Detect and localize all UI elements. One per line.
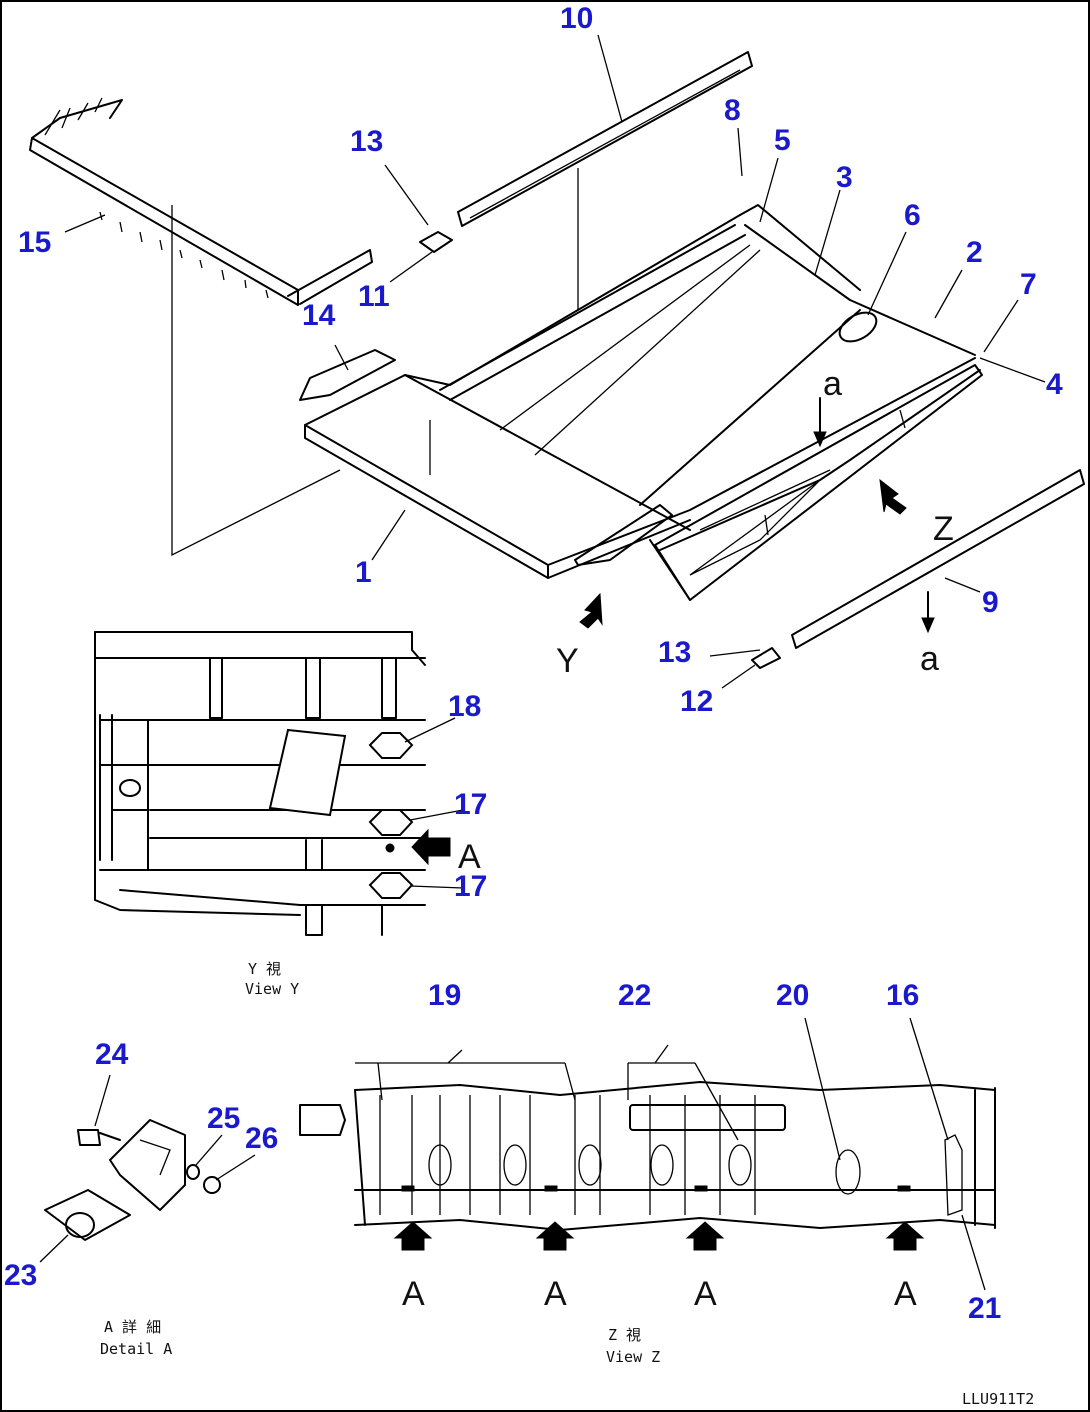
view-letters: a a Z Y A A A A A bbox=[402, 365, 954, 1313]
part-10-rail bbox=[457, 51, 753, 227]
collar-23 bbox=[65, 1212, 95, 1238]
callout-13-top: 13 bbox=[350, 125, 383, 158]
callout-14: 14 bbox=[302, 299, 336, 332]
detail-a bbox=[39, 1074, 256, 1263]
callout-2: 2 bbox=[966, 236, 983, 269]
callout-23: 23 bbox=[4, 1259, 37, 1292]
washer-25 bbox=[186, 1164, 200, 1180]
plate-23 bbox=[44, 1189, 131, 1241]
caption-detail-a-jp: A 詳 細 bbox=[104, 1318, 161, 1336]
bracket bbox=[109, 1119, 186, 1211]
part-14-bracket bbox=[299, 349, 396, 401]
letter-z: Z bbox=[933, 510, 954, 548]
view-arrow-y bbox=[579, 592, 603, 629]
main-assembly bbox=[29, 34, 1085, 689]
callout-16: 16 bbox=[886, 979, 919, 1012]
caption-view-y-en: View Y bbox=[245, 980, 299, 998]
part-11-plate bbox=[419, 231, 453, 253]
arrow-a-view-y bbox=[411, 828, 451, 866]
hole-17-upper bbox=[368, 809, 414, 836]
callout-7: 7 bbox=[1020, 268, 1037, 301]
callout-9: 9 bbox=[982, 586, 999, 619]
callout-3: 3 bbox=[836, 161, 853, 194]
callout-10: 10 bbox=[560, 2, 593, 35]
bolt-24 bbox=[77, 1129, 101, 1146]
callout-15: 15 bbox=[18, 226, 51, 259]
nut-26 bbox=[203, 1176, 221, 1194]
view-z-detail bbox=[299, 1017, 996, 1291]
leader-lines bbox=[64, 34, 1046, 689]
callout-12: 12 bbox=[680, 685, 713, 718]
callout-6: 6 bbox=[904, 199, 921, 232]
callout-17-lower: 17 bbox=[454, 870, 487, 903]
end-stub bbox=[299, 1104, 346, 1136]
letter-y: Y bbox=[556, 642, 579, 680]
letter-a-z-2: A bbox=[544, 1275, 567, 1313]
callout-18: 18 bbox=[448, 690, 481, 723]
part-9-rail bbox=[791, 469, 1085, 649]
callout-24: 24 bbox=[95, 1038, 129, 1071]
callout-21: 21 bbox=[968, 1292, 1001, 1325]
caption-view-z-en: View Z bbox=[606, 1348, 660, 1366]
callout-17-upper: 17 bbox=[454, 788, 487, 821]
hole-18 bbox=[368, 732, 414, 759]
drawing-code: LLU911T2 bbox=[962, 1390, 1034, 1408]
part-15-rail bbox=[29, 97, 373, 306]
callout-8: 8 bbox=[724, 94, 741, 127]
letter-a-view-y: A bbox=[458, 838, 481, 876]
plate-22 bbox=[629, 1104, 786, 1131]
caption-view-z-jp: Z 視 bbox=[608, 1326, 641, 1344]
callout-1: 1 bbox=[355, 556, 372, 589]
view-y-plate bbox=[268, 728, 347, 817]
callout-25: 25 bbox=[207, 1102, 240, 1135]
callout-4: 4 bbox=[1046, 368, 1063, 401]
callout-5: 5 bbox=[774, 124, 791, 157]
letter-a-bottom: a bbox=[920, 640, 939, 678]
callout-19: 19 bbox=[428, 979, 461, 1012]
callout-22: 22 bbox=[618, 979, 651, 1012]
view-y-detail bbox=[94, 631, 464, 936]
callout-11: 11 bbox=[358, 280, 390, 313]
left-panel-edge bbox=[171, 205, 341, 557]
callout-13-bottom: 13 bbox=[658, 636, 691, 669]
callout-26: 26 bbox=[245, 1122, 278, 1155]
letter-a-z-1: A bbox=[402, 1275, 425, 1313]
letter-a-z-3: A bbox=[694, 1275, 717, 1313]
letter-a-z-4: A bbox=[894, 1275, 917, 1313]
letter-a-top: a bbox=[823, 365, 842, 403]
part-12-plate bbox=[751, 647, 781, 669]
captions: Y 視 View Y Z 視 View Z A 詳 細 Detail A LLU… bbox=[100, 960, 1034, 1408]
right-wing-panel bbox=[654, 364, 983, 601]
caption-detail-a-en: Detail A bbox=[100, 1340, 172, 1358]
view-z-arrows bbox=[393, 1221, 925, 1251]
caption-view-y-jp: Y 視 bbox=[248, 960, 281, 978]
part-1-frame bbox=[304, 204, 976, 579]
view-arrow-z bbox=[879, 478, 907, 515]
callout-20: 20 bbox=[776, 979, 809, 1012]
front-lip bbox=[574, 504, 673, 566]
hole-17-lower bbox=[368, 872, 414, 899]
callout-labels: 1 2 3 4 5 6 7 8 9 10 11 12 13 13 14 15 1… bbox=[4, 2, 1063, 1325]
